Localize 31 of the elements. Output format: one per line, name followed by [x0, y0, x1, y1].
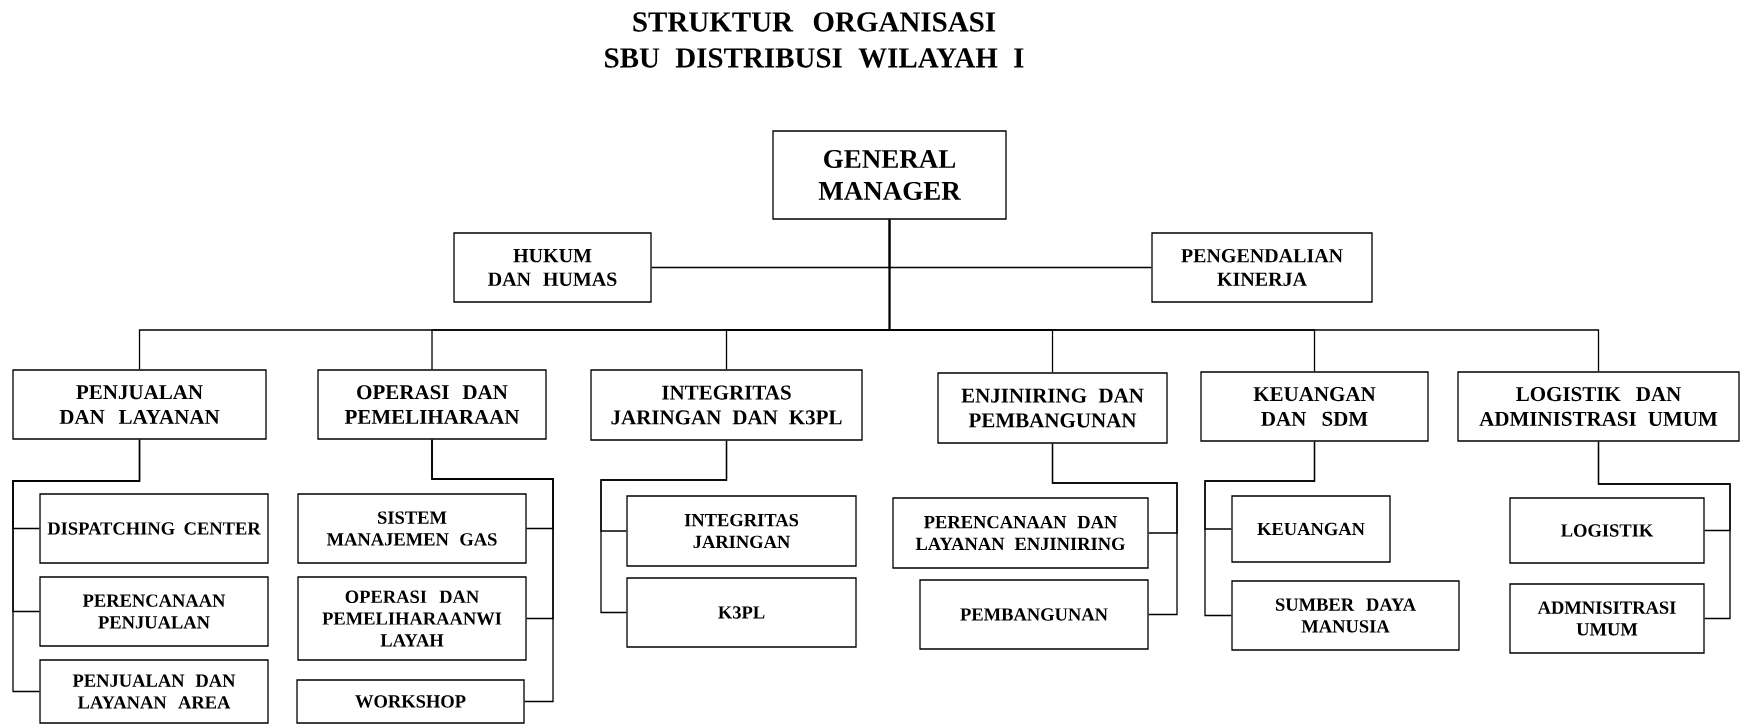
- org-box: HUKUM DAN HUMAS: [453, 232, 652, 303]
- org-box: ENJINIRING DAN PEMBANGUNAN: [937, 372, 1168, 444]
- connector-line: [1204, 441, 1316, 617]
- org-box: OPERASI DAN PEMELIHARAAN: [317, 369, 547, 440]
- connector-line: [1597, 441, 1731, 620]
- org-box: SISTEM MANAJEMEN GAS: [297, 493, 527, 564]
- org-box: LOGISTIK: [1509, 497, 1705, 564]
- org-box: KEUANGAN DAN SDM: [1200, 371, 1429, 442]
- org-box: PENGENDALIAN KINERJA: [1151, 232, 1373, 303]
- connector-line: [12, 439, 141, 693]
- connector-line: [431, 439, 554, 703]
- org-box: PERENCANAAN DAN LAYANAN ENJINIRING: [892, 497, 1149, 569]
- org-box: PENJUALAN DAN LAYANAN AREA: [39, 659, 269, 724]
- org-box: K3PL: [626, 577, 857, 648]
- org-box: WORKSHOP: [296, 679, 525, 724]
- title: STRUKTUR ORGANISASI SBU DISTRIBUSI WILAYAH I: [605, 12, 1024, 68]
- connector-line: [1051, 443, 1178, 616]
- org-box: PERENCANAAN PENJUALAN: [39, 576, 269, 647]
- connector-line: [888, 219, 1600, 372]
- org-box: INTEGRITAS JARINGAN DAN K3PL: [590, 369, 863, 441]
- org-box: SUMBER DAYA MANUSIA: [1231, 580, 1460, 651]
- org-box: KEUANGAN: [1231, 495, 1391, 563]
- org-box: LOGISTIK DAN ADMINISTRASI UMUM: [1457, 371, 1740, 442]
- org-box: PENJUALAN DAN LAYANAN: [12, 369, 267, 440]
- connector-line: [600, 440, 728, 614]
- org-box: DISPATCHING CENTER: [39, 493, 269, 564]
- org-box: PEMBANGUNAN: [919, 579, 1149, 650]
- org-box: GENERAL MANAGER: [772, 130, 1007, 220]
- org-box: OPERASI DAN PEMELIHARAANWI LAYAH: [297, 576, 527, 661]
- org-box: ADMNISITRASI UMUM: [1509, 583, 1705, 654]
- org-box: INTEGRITAS JARINGAN: [626, 495, 857, 567]
